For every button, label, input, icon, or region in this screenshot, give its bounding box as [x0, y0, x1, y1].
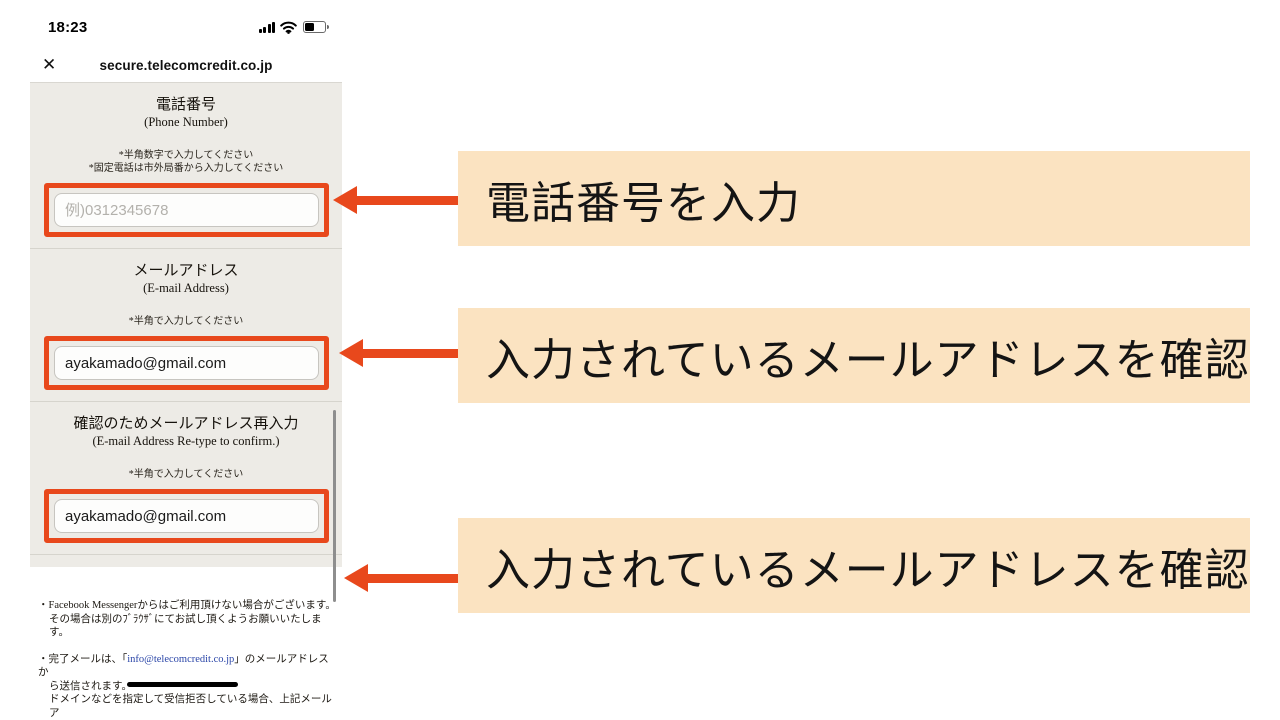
status-icons: [258, 21, 329, 34]
callout-label: 電話番号を入力: [486, 178, 801, 228]
close-icon[interactable]: ✕: [42, 55, 57, 74]
highlight-box: [44, 489, 329, 543]
arrowhead-icon: [333, 186, 357, 214]
battery-icon: [303, 21, 329, 33]
cellular-signal-icon: [258, 21, 275, 33]
email-section: メールアドレス (E-mail Address) *半角で入力してください: [30, 249, 342, 402]
phone-screenshot: 18:23 ✕ secure.telecomcredit.co.jp 電: [30, 14, 342, 719]
section-subtitle: (E-mail Address Re-type to confirm.): [92, 434, 280, 448]
email-confirm-input[interactable]: [54, 499, 319, 533]
input-hint: *半角で入力してください: [128, 316, 244, 327]
section-subtitle: (Phone Number): [144, 115, 228, 129]
callout-email: 入力されているメールアドレスを確認: [458, 308, 1250, 403]
arrowhead-icon: [344, 564, 368, 592]
scrollbar[interactable]: [333, 410, 336, 602]
input-hint: *固定電話は市外局番から入力してください: [88, 163, 284, 174]
input-hint: *半角で入力してください: [128, 469, 244, 480]
arrowhead-icon: [339, 339, 363, 367]
callout-label: 入力されているメールアドレスを確認: [486, 335, 1250, 385]
footnotes: ・Facebook Messengerからはご利用頂けない場合がございます。 そ…: [30, 567, 342, 720]
highlight-box: [44, 183, 329, 237]
email-link[interactable]: info@telecomcredit.co.jp: [127, 653, 235, 665]
home-indicator[interactable]: [127, 682, 238, 687]
footnote-mail-domain: ・完了メールは、「info@telecomcredit.co.jp」のメールアド…: [38, 653, 332, 719]
email-input[interactable]: [54, 346, 319, 380]
input-hint: *半角数字で入力してください: [118, 150, 254, 161]
ios-status-bar: 18:23: [30, 14, 342, 40]
in-app-browser-bar: ✕ secure.telecomcredit.co.jp: [30, 48, 342, 82]
callout-phone-number: 電話番号を入力: [458, 151, 1250, 246]
footnote-messenger: ・Facebook Messengerからはご利用頂けない場合がございます。 そ…: [38, 600, 336, 638]
callout-label: 入力されているメールアドレスを確認: [486, 545, 1250, 595]
arrow-to-email-input: [339, 339, 458, 367]
wifi-icon: [280, 21, 297, 34]
callout-email-confirm: 入力されているメールアドレスを確認: [458, 518, 1250, 613]
phone-number-input[interactable]: [54, 193, 319, 227]
section-title: 確認のためメールアドレス再入力: [73, 416, 299, 432]
highlight-box: [44, 336, 329, 390]
arrow-to-email-confirm-input: [344, 564, 458, 592]
section-subtitle: (E-mail Address): [143, 281, 229, 295]
section-title: 電話番号: [155, 97, 216, 113]
section-title: メールアドレス: [133, 263, 239, 279]
payment-form: 電話番号 (Phone Number) *半角数字で入力してください *固定電話…: [30, 82, 342, 567]
arrow-to-phone-input: [333, 186, 458, 214]
clock: 18:23: [48, 18, 88, 36]
url-label: secure.telecomcredit.co.jp: [99, 57, 273, 73]
phone-number-section: 電話番号 (Phone Number) *半角数字で入力してください *固定電話…: [30, 83, 342, 249]
email-confirm-section: 確認のためメールアドレス再入力 (E-mail Address Re-type …: [30, 402, 342, 555]
